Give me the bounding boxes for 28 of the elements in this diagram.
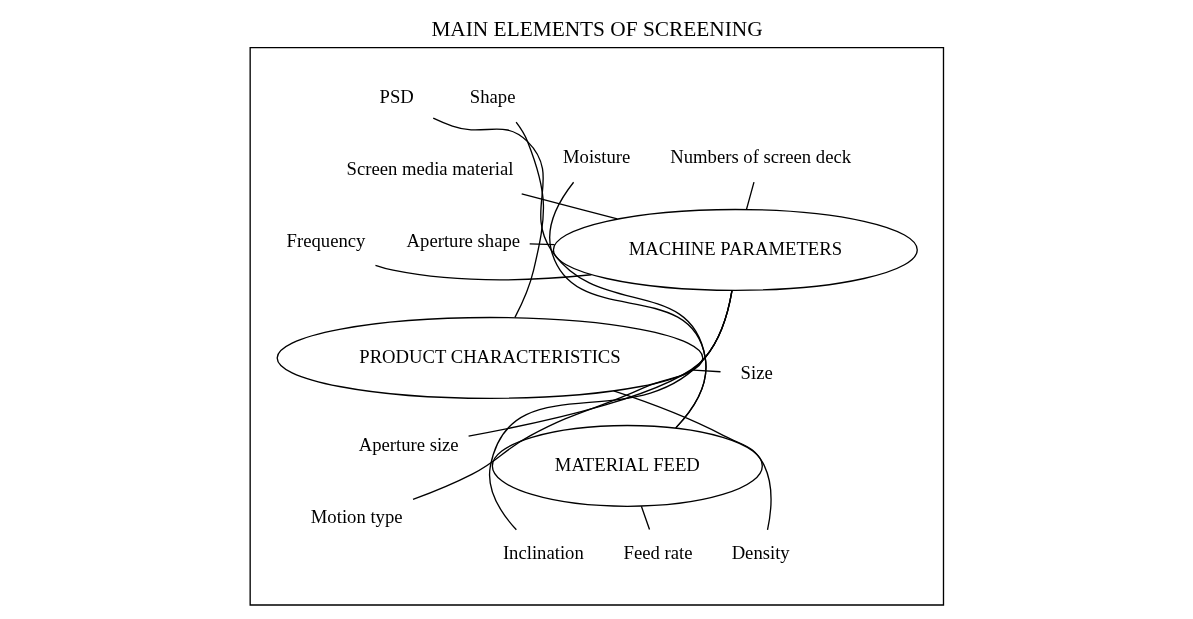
node-text: Aperture shape [406,229,520,251]
node-text: Inclination [502,541,584,563]
node-text: Numbers of screen deck [669,145,851,167]
connector [745,181,755,210]
connector [692,369,721,373]
connector [411,289,733,501]
node-text: Screen media material [346,157,513,179]
node-text: Frequency [286,229,365,251]
node-text: Feed rate [623,541,692,563]
connector [612,390,772,531]
connector [432,117,707,429]
diagram-title: MAIN ELEMENTS OF SCREENING [430,16,763,41]
connector [520,193,618,220]
node-text: Density [731,541,790,563]
connector [640,505,650,531]
connector [513,121,544,319]
node-text: Size [740,361,773,383]
node-text: PSD [379,85,414,107]
cluster [249,47,944,606]
connector [528,243,555,246]
node-text: Moisture [562,145,630,167]
node-text: Aperture size [358,433,459,455]
node-text: Shape [469,85,515,107]
node-ellipse: MATERIAL FEED [491,424,763,507]
node-ellipse: PRODUCT CHARACTERISTICS [276,316,703,399]
node-text: Motion type [310,505,403,527]
node-ellipse: MACHINE PARAMETERS [552,208,918,291]
connector [374,264,592,281]
